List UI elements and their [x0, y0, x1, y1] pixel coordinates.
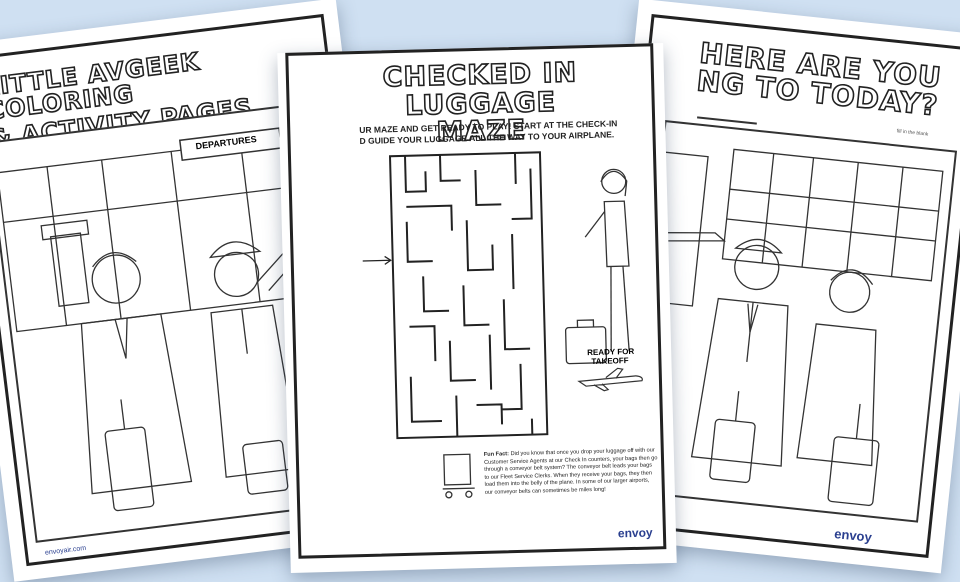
airport-scene-illustration [625, 119, 958, 523]
pilots-at-terminal-illustration [0, 127, 344, 512]
title-line-1: CHECKED IN [381, 57, 578, 95]
luggage-cart-icon [442, 453, 475, 499]
airplane-icon [577, 367, 643, 392]
luggage-maze-page: CHECKED IN LUGGAGE MAZE UR MAZE AND GET … [277, 43, 677, 573]
check-in-agent-illustration [564, 168, 630, 365]
maze-grid [362, 151, 549, 440]
fun-fact-text: Fun Fact: Did you know that once you dro… [484, 447, 659, 497]
pilots-illustration [646, 148, 944, 507]
maze-area [350, 148, 578, 444]
fun-fact-label: Fun Fact: [483, 451, 510, 458]
ready-for-takeoff-label: READY FOR TAKEOFF [587, 347, 634, 367]
coloring-page-cover: LITTLE AvGEEK COLORING & ACTIVITY PAGES [0, 0, 402, 582]
fun-fact-body: Did you know that once you drop your lug… [483, 447, 658, 496]
envoy-logo: envoy [617, 525, 653, 541]
airport-scene-illustration: DEPARTURES [0, 100, 376, 543]
